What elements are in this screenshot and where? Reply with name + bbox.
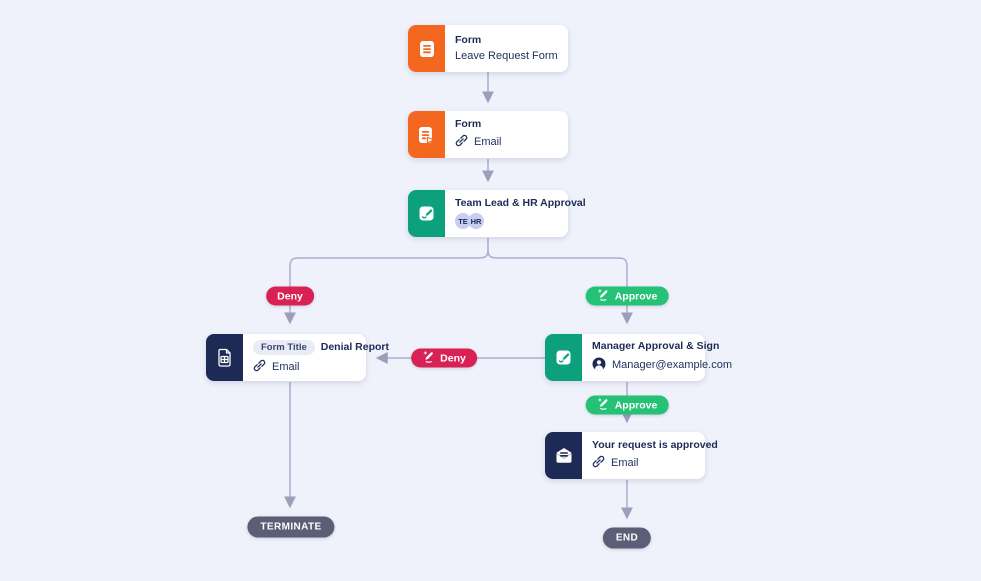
report-document-icon [206,334,243,381]
form-lines-icon [408,25,445,72]
node-link-label: Email [474,136,502,149]
sign-hand-icon [597,288,610,304]
node-link-label: Email [611,457,639,470]
sign-hand-icon [597,397,610,413]
sign-document-icon [408,190,445,237]
deny-edge-label: Deny [440,352,466,364]
terminate-endpoint[interactable]: TERMINATE [247,516,335,538]
approver-badge-te: TE [455,213,471,230]
node-assignee: Manager@example.com [612,359,732,372]
sign-hand-icon [422,350,435,366]
open-email-icon [545,432,582,479]
link-icon [253,359,266,375]
approver-badge-hr: HR [468,213,484,230]
form-title-chip: Form Title [253,340,315,355]
node-title: Manager Approval & Sign [592,340,720,353]
node-title: Denial Report [320,340,390,353]
link-icon [455,134,468,150]
approve-branch-label: Approve [614,290,658,302]
node-manager-approval-sign[interactable]: Manager Approval & Sign Manager@example.… [545,334,732,381]
node-denial-report[interactable]: Form Title Denial Report Email [206,334,389,381]
node-type-label: Form [455,33,482,46]
deny-edge-pill[interactable]: Deny [411,348,477,368]
sign-document-icon [545,334,582,381]
node-team-lead-hr-approval[interactable]: Team Lead & HR Approval TE HR [408,190,586,237]
node-title: Team Lead & HR Approval [455,196,586,209]
node-leave-request-form[interactable]: Form Leave Request Form [408,25,568,72]
node-subtitle: Leave Request Form [455,50,558,63]
end-label: END [615,532,639,544]
end-endpoint[interactable]: END [602,527,652,549]
approve-edge-pill[interactable]: Approve [585,395,669,415]
node-link-label: Email [272,360,300,373]
approve-edge-label: Approve [614,399,658,411]
node-send-form-email[interactable]: Form Email [408,111,568,158]
approve-branch-pill[interactable]: Approve [585,286,669,306]
node-title: Your request is approved [592,438,718,451]
node-request-approved-email[interactable]: Your request is approved Email [545,432,718,479]
form-send-icon [408,111,445,158]
avatar-icon [592,357,606,374]
deny-branch-label: Deny [277,290,303,302]
deny-branch-pill[interactable]: Deny [266,286,314,306]
link-icon [592,455,605,471]
terminate-label: TERMINATE [260,521,322,533]
node-type-label: Form [455,117,482,130]
approver-badges: TE HR [455,213,484,230]
